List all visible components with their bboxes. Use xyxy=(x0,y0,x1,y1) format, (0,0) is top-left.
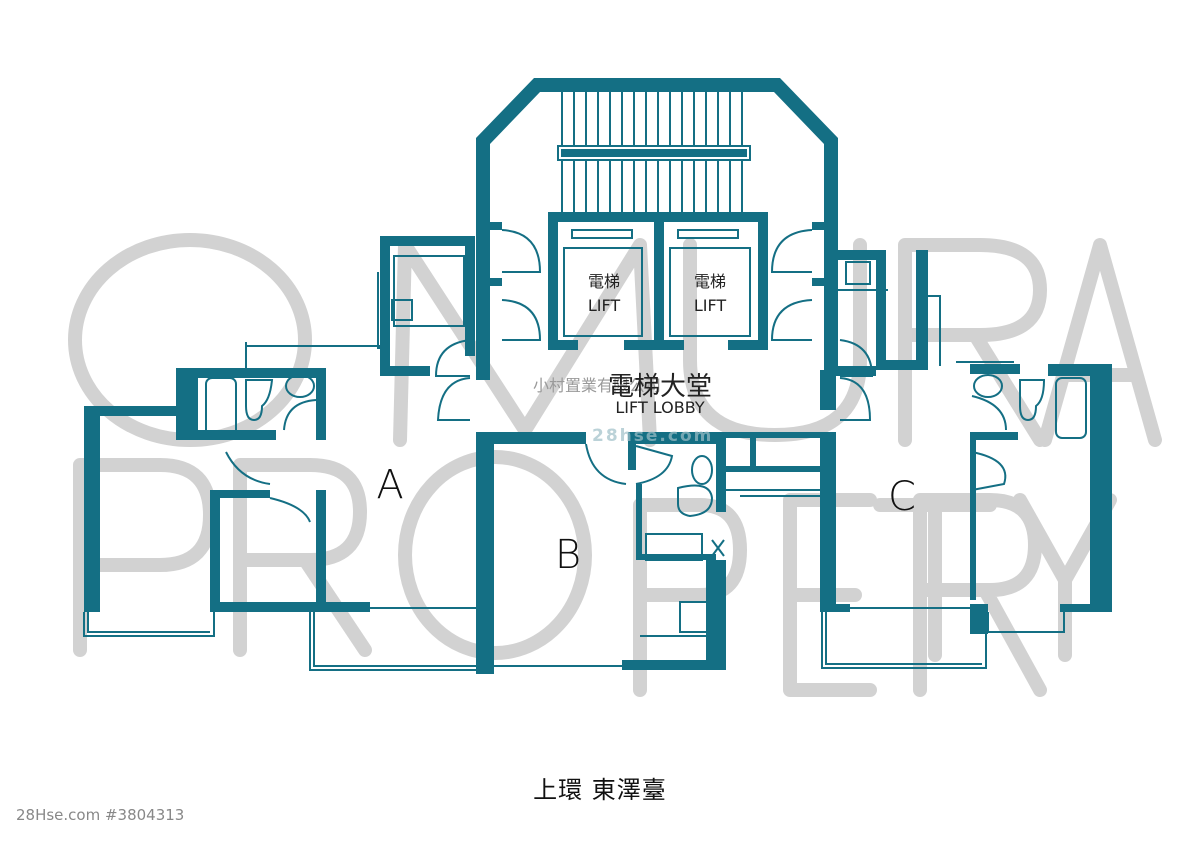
lift-1-label: 電梯 LIFT xyxy=(576,270,632,318)
lift-2-label-en: LIFT xyxy=(693,296,727,315)
lobby-label-en: LIFT LOBBY xyxy=(615,398,705,417)
listing-id: 28Hse.com #3804313 xyxy=(16,806,185,824)
lobby-label-cn: 電梯大堂 xyxy=(607,372,712,402)
lift-1-label-cn: 電梯 xyxy=(587,272,620,291)
lift-2-label-cn: 電梯 xyxy=(693,272,726,291)
site-watermark: 28hse.com xyxy=(592,426,714,446)
unit-label-c: C xyxy=(888,474,916,520)
unit-label-b: B xyxy=(554,532,582,578)
building-caption: 上環 東澤臺 xyxy=(533,776,667,804)
lift-1-label-en: LIFT xyxy=(587,296,621,315)
company-watermark: 小村置業有限公司 xyxy=(533,376,662,395)
unit-label-a: A xyxy=(376,462,404,508)
lift-2-label: 電梯 LIFT xyxy=(682,270,738,318)
